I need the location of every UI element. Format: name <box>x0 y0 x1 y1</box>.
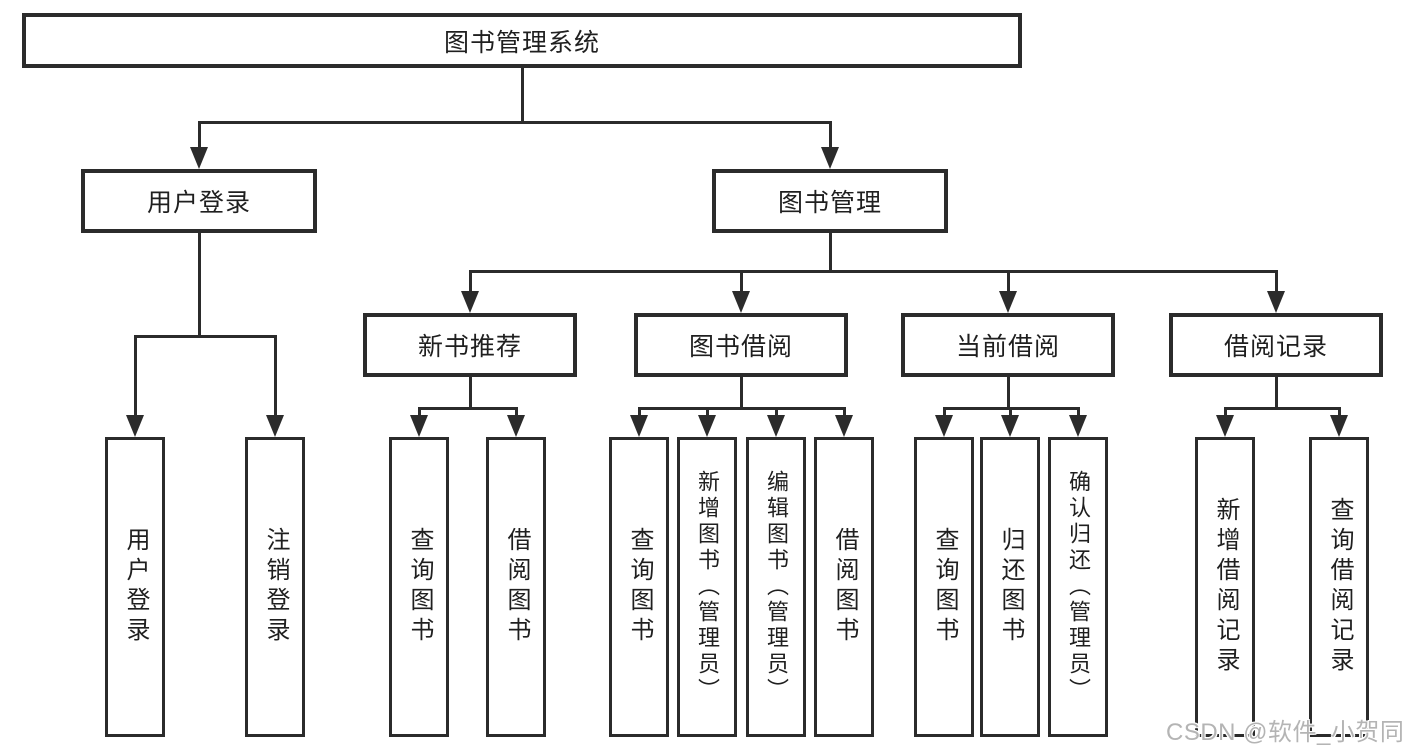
connector-book-borrowing-stem <box>739 377 743 407</box>
node-book-borrowing: 图书借阅 <box>634 313 848 377</box>
leaf-query-books-g2: 查询图书 <box>389 437 449 737</box>
node-book-management-label: 图书管理 <box>777 189 882 217</box>
node-new-book-recommend-label: 新书推荐 <box>417 333 522 361</box>
arrow-to-leaf-edit-books <box>774 410 778 415</box>
arrow-to-leaf-return-books <box>1008 410 1012 415</box>
connector-user-login-stem <box>197 233 201 335</box>
leaf-return-books-label: 归还图书 <box>997 527 1024 647</box>
arrow-to-leaf-logout <box>273 338 277 415</box>
node-root-label: 图书管理系统 <box>443 28 600 57</box>
leaf-edit-books-admin: 编辑图书（管理员） <box>746 437 806 737</box>
connector-current-borrowing-bar <box>942 407 1080 410</box>
arrow-to-borrowing-records <box>1274 273 1278 291</box>
leaf-borrow-books-g3: 借阅图书 <box>814 437 874 737</box>
leaf-add-borrow-record-label: 新增借阅记录 <box>1212 497 1239 677</box>
leaf-add-books-admin: 新增图书（管理员） <box>677 437 737 737</box>
leaf-add-books-admin-label: 新增图书（管理员） <box>695 470 720 704</box>
node-user-login: 用户登录 <box>81 169 317 233</box>
leaf-borrow-books-g2-label: 借阅图书 <box>503 527 530 647</box>
node-current-borrowing-label: 当前借阅 <box>955 333 1060 361</box>
leaf-borrow-books-g3-label: 借阅图书 <box>831 527 858 647</box>
connector-new-book-stem <box>468 377 472 407</box>
node-borrowing-records: 借阅记录 <box>1169 313 1383 377</box>
node-borrowing-records-label: 借阅记录 <box>1223 333 1328 361</box>
arrow-to-book-borrowing <box>739 273 743 291</box>
node-book-management: 图书管理 <box>712 169 948 233</box>
connector-root-bar <box>197 121 832 124</box>
arrow-to-leaf-add-borrow-record <box>1223 410 1227 415</box>
arrow-to-leaf-add-books <box>705 410 709 415</box>
leaf-query-borrow-record: 查询借阅记录 <box>1309 437 1369 737</box>
csdn-watermark: CSDN @软件_小贺同学 <box>1166 719 1405 746</box>
arrow-to-leaf-query-books-g2 <box>417 410 421 415</box>
arrow-to-new-book-recommend <box>468 273 472 291</box>
leaf-query-books-g4: 查询图书 <box>914 437 974 737</box>
arrow-to-leaf-borrow-books-g3 <box>842 410 846 415</box>
connector-book-management-stem <box>828 233 832 270</box>
arrow-to-leaf-query-borrow-record <box>1337 410 1341 415</box>
arrow-to-leaf-query-books-g4 <box>942 410 946 415</box>
node-current-borrowing: 当前借阅 <box>901 313 1115 377</box>
node-book-borrowing-label: 图书借阅 <box>688 333 793 361</box>
node-user-login-label: 用户登录 <box>146 189 251 217</box>
connector-current-borrowing-stem <box>1006 377 1010 407</box>
leaf-query-books-g2-label: 查询图书 <box>406 527 433 647</box>
leaf-query-books-g3: 查询图书 <box>609 437 669 737</box>
arrow-to-user-login <box>197 124 201 147</box>
connector-borrowing-records-bar <box>1223 407 1341 410</box>
leaf-edit-books-admin-label: 编辑图书（管理员） <box>764 470 789 704</box>
arrow-to-leaf-confirm-return <box>1076 410 1080 415</box>
leaf-query-books-g4-label: 查询图书 <box>931 527 958 647</box>
connector-book-management-bar <box>468 270 1278 273</box>
leaf-user-login: 用户登录 <box>105 437 165 737</box>
leaf-confirm-return-admin-label: 确认归还（管理员） <box>1066 470 1091 704</box>
leaf-query-borrow-record-label: 查询借阅记录 <box>1326 497 1353 677</box>
arrow-to-current-borrowing <box>1006 273 1010 291</box>
connector-new-book-bar <box>417 407 518 410</box>
arrow-to-leaf-query-books-g3 <box>637 410 641 415</box>
arrow-to-leaf-user-login <box>133 338 137 415</box>
connector-root-stem <box>520 68 524 121</box>
connector-user-login-bar <box>133 335 277 338</box>
leaf-logout-label: 注销登录 <box>262 527 289 647</box>
connector-book-borrowing-bar <box>637 407 846 410</box>
node-new-book-recommend: 新书推荐 <box>363 313 577 377</box>
leaf-query-books-g3-label: 查询图书 <box>626 527 653 647</box>
leaf-add-borrow-record: 新增借阅记录 <box>1195 437 1255 737</box>
leaf-user-login-label: 用户登录 <box>122 527 149 647</box>
leaf-logout: 注销登录 <box>245 437 305 737</box>
arrow-to-leaf-borrow-books-g2 <box>514 410 518 415</box>
leaf-return-books: 归还图书 <box>980 437 1040 737</box>
arrow-to-book-management <box>828 124 832 147</box>
connector-borrowing-records-stem <box>1274 377 1278 407</box>
leaf-borrow-books-g2: 借阅图书 <box>486 437 546 737</box>
node-root: 图书管理系统 <box>22 13 1022 68</box>
leaf-confirm-return-admin: 确认归还（管理员） <box>1048 437 1108 737</box>
